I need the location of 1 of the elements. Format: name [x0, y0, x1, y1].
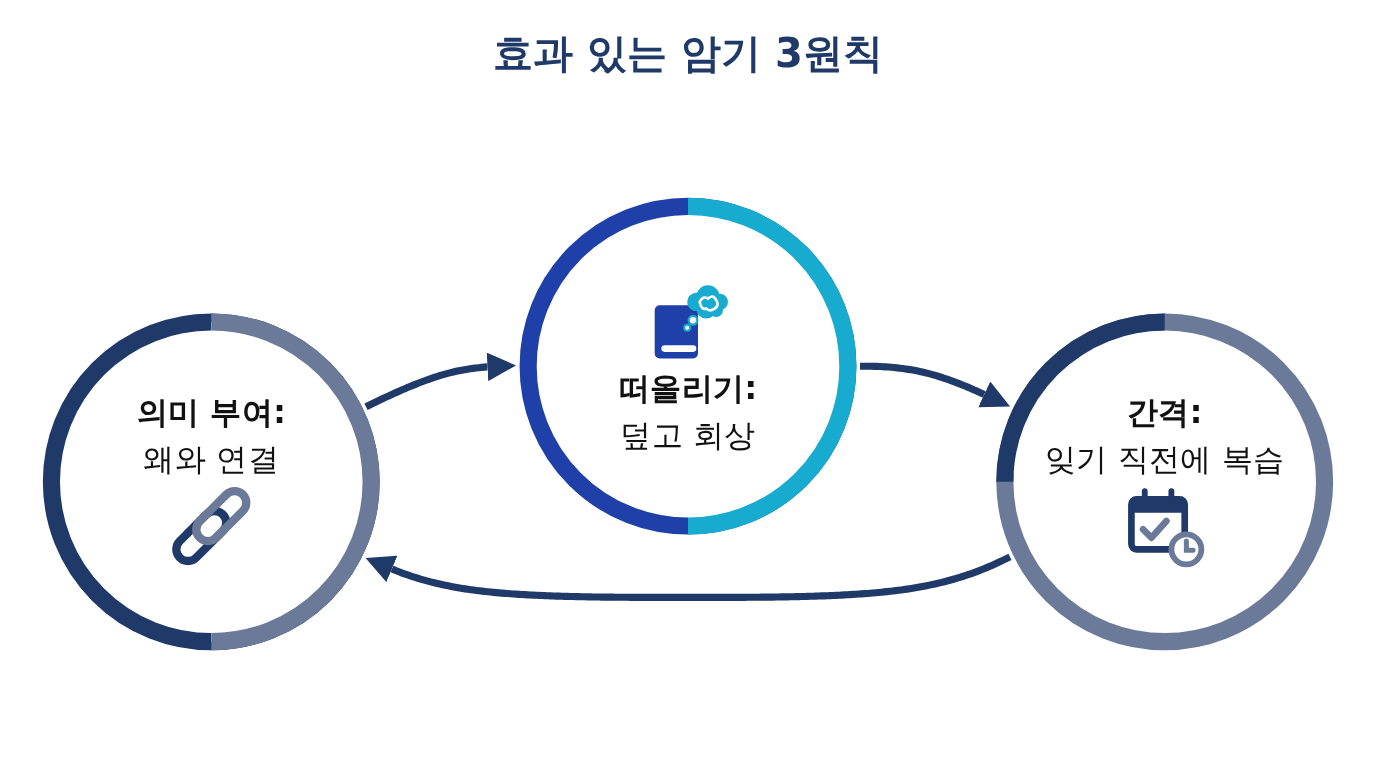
diagram-title: 효과 있는 암기 3원칙 — [493, 29, 883, 78]
